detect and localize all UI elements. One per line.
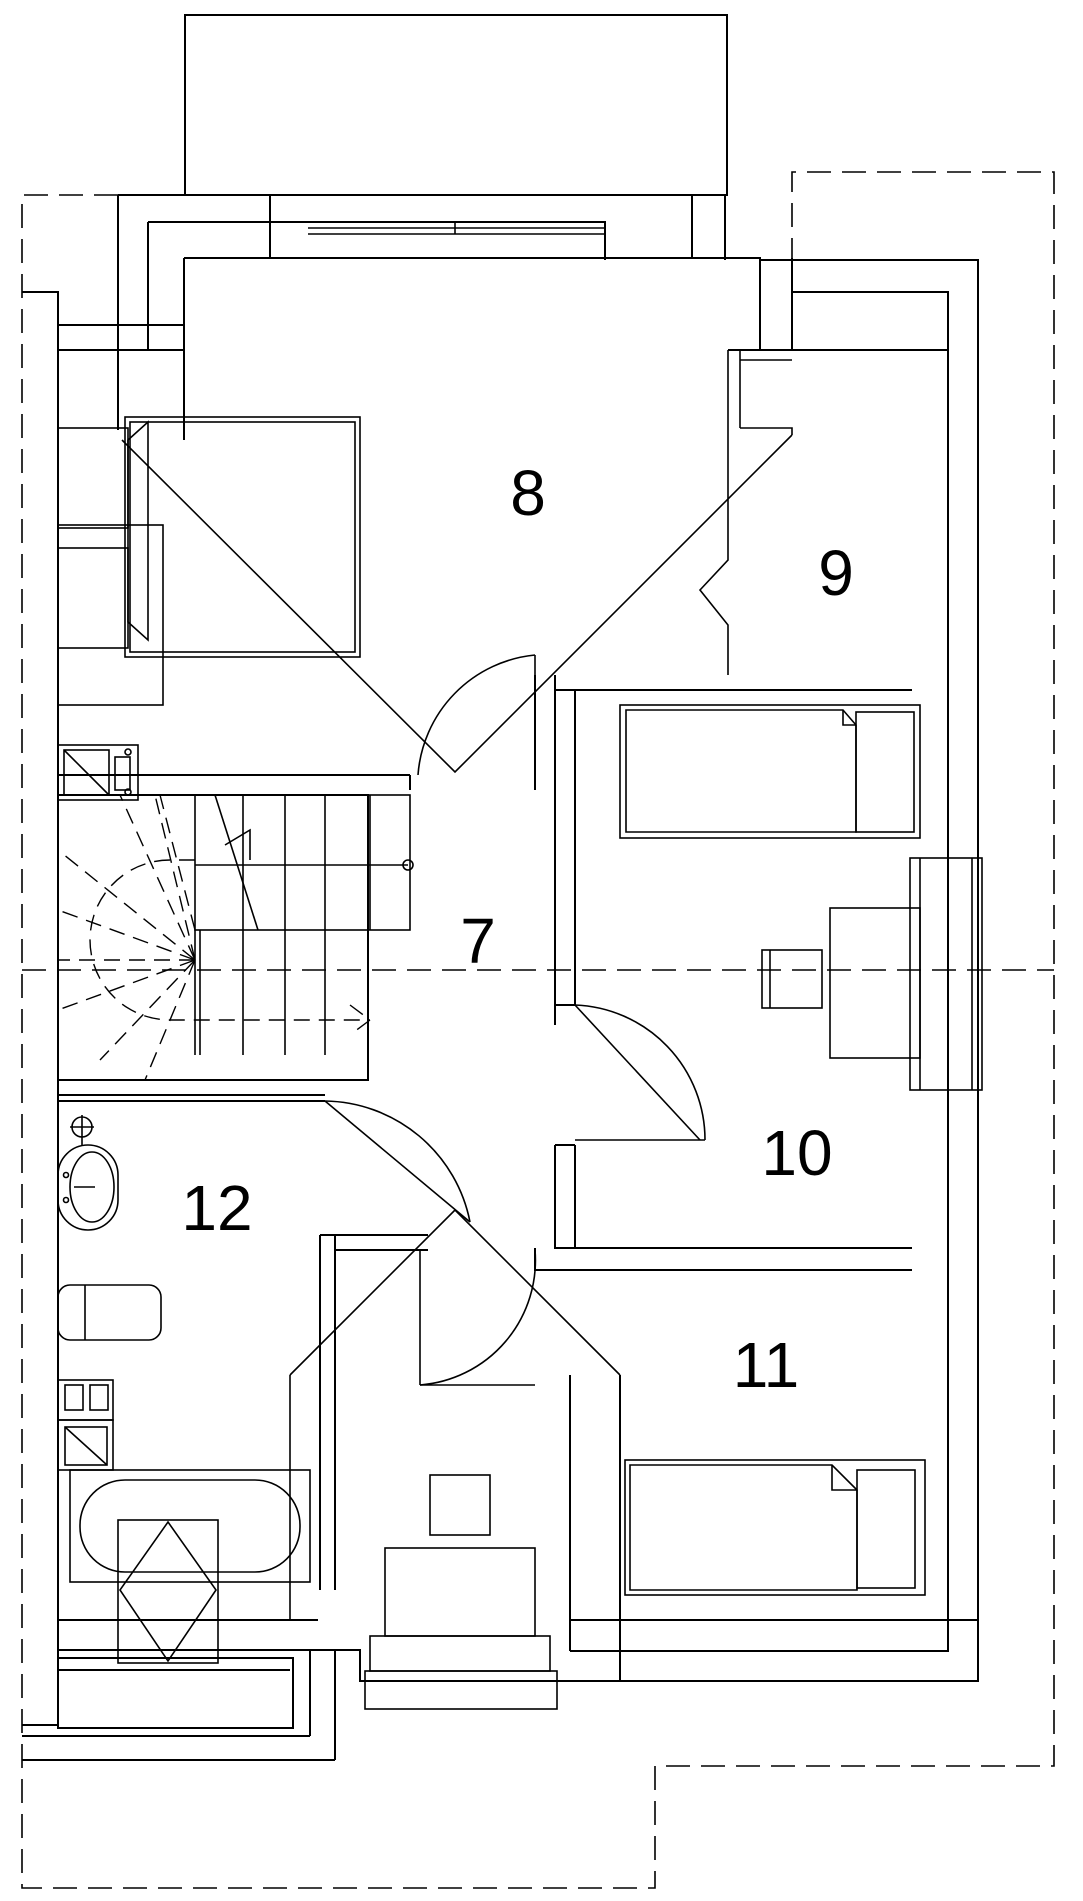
room-label-7: 7 [460,905,496,977]
room-label-12: 12 [181,1172,252,1244]
furniture-room-11 [364,1459,926,1710]
window-top [308,221,605,235]
room-label-10: 10 [761,1117,832,1189]
roof-outline [21,171,1055,1889]
room-label-11: 11 [733,1329,799,1401]
furniture-room-10 [619,704,921,1059]
room-label-9: 9 [818,537,854,609]
bed-room-8 [57,416,361,706]
room-label-8: 8 [510,457,546,529]
staircase [57,794,414,1081]
balcony [184,14,728,196]
room-labels: 8 9 7 10 12 11 [181,457,853,1401]
bathroom-fixtures [57,1115,311,1664]
doors [324,518,729,1386]
interior-walls [22,675,978,1761]
chimney-block [57,744,139,801]
roof-slope [121,350,793,774]
